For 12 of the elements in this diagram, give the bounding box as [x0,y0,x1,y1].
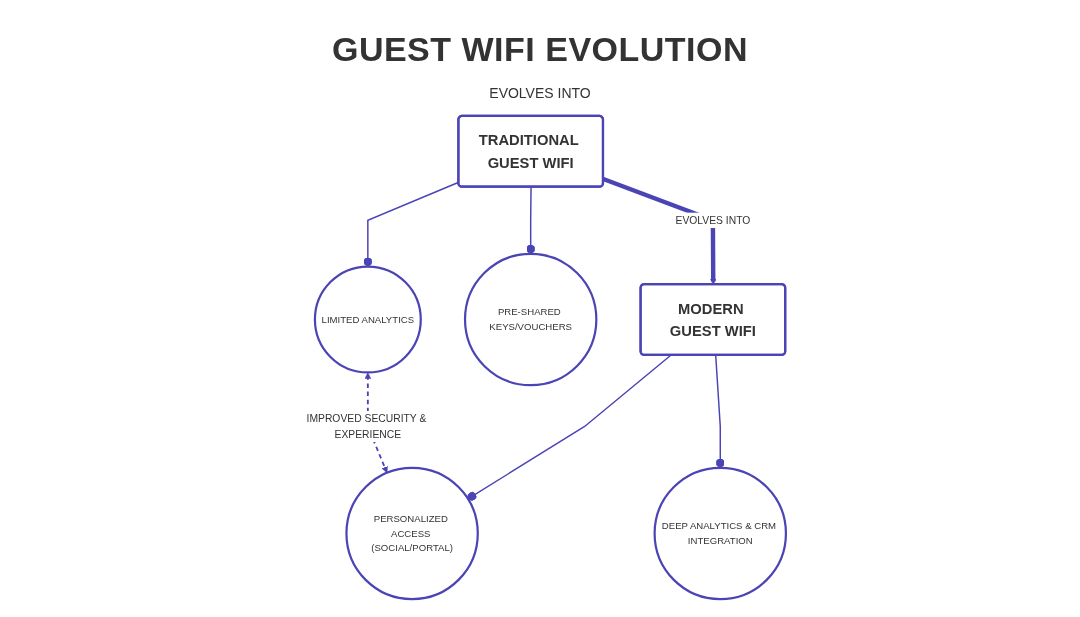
arrow-caption: EVOLVES INTO [489,85,591,101]
node-circle: DEEP ANALYTICS & CRM INTEGRATION [653,466,788,601]
node-circle: LIMITED ANALYTICS [313,265,422,374]
connector [467,354,672,501]
connector [526,186,536,255]
node-circle: PERSONALIZED ACCESS (SOCIAL/PORTAL) [345,466,479,601]
node-circle: PRE-SHARED KEYS/VOUCHERS [463,252,598,387]
diagram-title: GUEST WIFI EVOLUTION [331,30,749,69]
edge-label: EVOLVES INTO [675,214,751,226]
arrow [602,176,717,285]
connector [714,354,725,469]
edge-label: IMPROVED SECURITY & EXPERIENCE [306,412,427,440]
